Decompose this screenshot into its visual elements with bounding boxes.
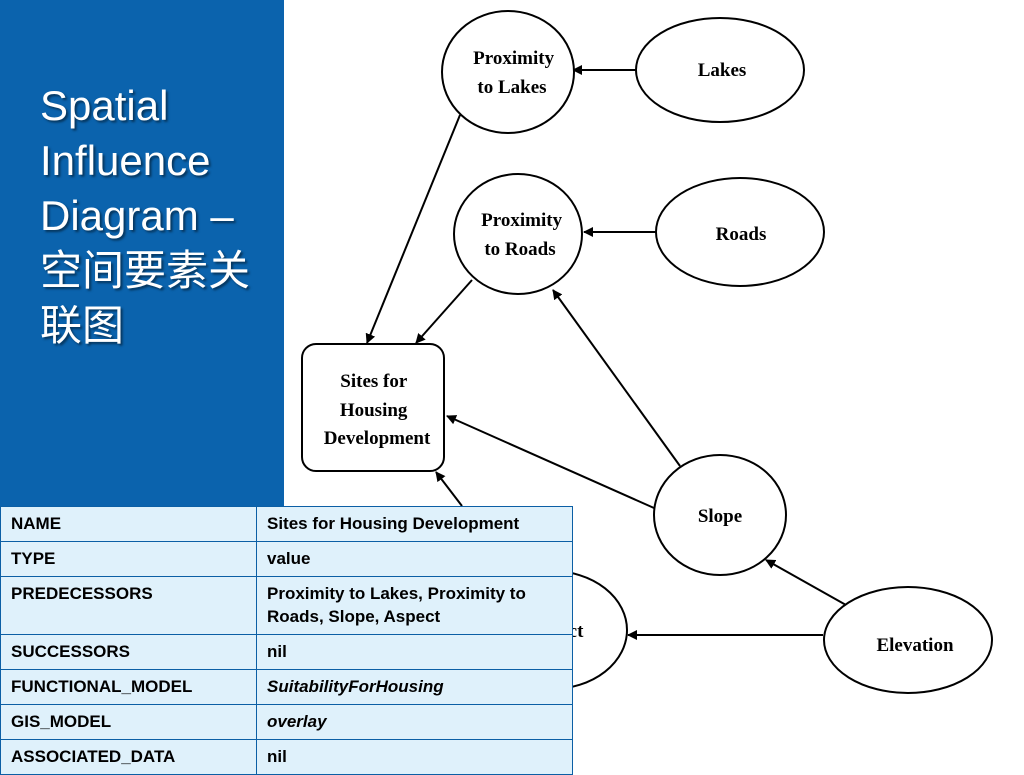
attribute-value: Sites for Housing Development: [256, 506, 573, 542]
node-proximity-roads: [453, 173, 583, 295]
node-elevation-label: Elevation: [876, 635, 953, 656]
edge-proximity-roads-to-sites: [415, 279, 473, 344]
node-slope-label: Slope: [698, 506, 742, 527]
table-row: NAME Sites for Housing Development: [0, 506, 573, 542]
node-sites-label: Sites for Housing Development: [324, 371, 431, 449]
attribute-key: PREDECESSORS: [0, 576, 257, 635]
slide-title-line: Diagram –: [40, 192, 234, 239]
edge-slope-to-proximity-roads: [552, 289, 681, 467]
attribute-value: Proximity to Lakes, Proximity to Roads, …: [256, 576, 573, 635]
node-roads-label: Roads: [716, 224, 767, 245]
attribute-key: FUNCTIONAL_MODEL: [0, 669, 257, 705]
edge-elevation-to-slope: [765, 559, 847, 606]
node-roads: [655, 177, 825, 287]
node-proximity-lakes: [441, 10, 575, 134]
table-row: SUCCESSORS nil: [0, 634, 573, 670]
slide-title-line: 联图: [40, 302, 125, 349]
table-row: GIS_MODEL overlay: [0, 704, 573, 740]
attribute-key: TYPE: [0, 541, 257, 577]
node-lakes-label: Lakes: [698, 60, 747, 81]
node-attributes-table: NAME Sites for Housing Development TYPE …: [0, 506, 573, 775]
node-proximity-lakes-label: Proximity to Lakes: [473, 48, 559, 98]
edge-proximity-lakes-to-sites: [365, 114, 461, 344]
attribute-value: nil: [256, 634, 573, 670]
attribute-key: NAME: [0, 506, 257, 542]
slide-title-line: Spatial: [40, 82, 169, 129]
slide-title-line: Influence: [40, 137, 211, 184]
table-row: TYPE value: [0, 541, 573, 577]
slide-title: Spatial Influence Diagram – 空间要素关 联图: [40, 78, 276, 353]
edge-aspect-to-sites: [435, 471, 463, 507]
node-slope: [653, 454, 787, 576]
node-lakes: [635, 17, 805, 123]
attribute-value: nil: [256, 739, 573, 775]
attribute-value: SuitabilityForHousing: [256, 669, 573, 705]
attribute-value: value: [256, 541, 573, 577]
table-row: ASSOCIATED_DATA nil: [0, 739, 573, 775]
attribute-key: GIS_MODEL: [0, 704, 257, 740]
node-sites: [301, 343, 445, 472]
slide-title-line: 空间要素关: [40, 247, 251, 294]
table-row: PREDECESSORS Proximity to Lakes, Proximi…: [0, 576, 573, 635]
node-elevation: [823, 586, 993, 694]
attribute-key: SUCCESSORS: [0, 634, 257, 670]
attribute-value: overlay: [256, 704, 573, 740]
node-proximity-roads-label: Proximity to Roads: [481, 210, 567, 260]
edge-slope-to-sites: [446, 415, 655, 509]
attribute-key: ASSOCIATED_DATA: [0, 739, 257, 775]
table-row: FUNCTIONAL_MODEL SuitabilityForHousing: [0, 669, 573, 705]
